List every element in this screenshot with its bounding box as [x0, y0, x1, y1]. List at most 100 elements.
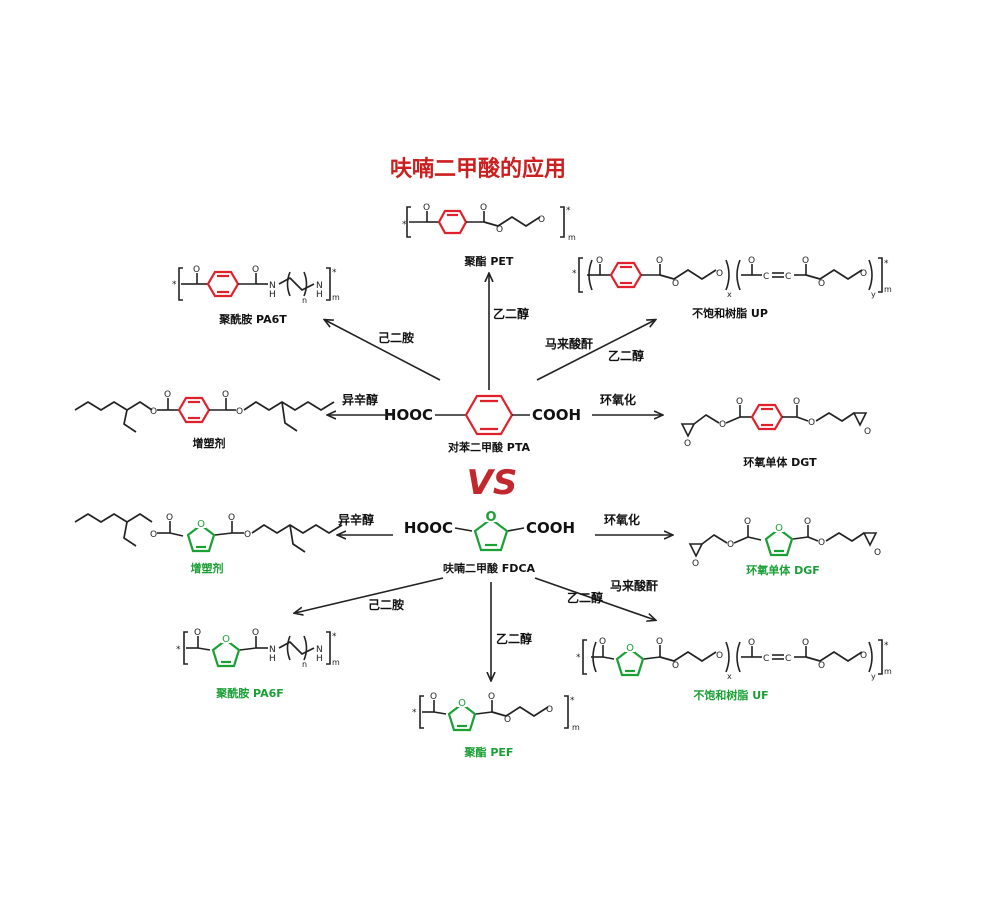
svg-text:x: x [727, 290, 732, 299]
svg-text:O: O [228, 513, 235, 523]
pet-name: 聚酯 PET [464, 254, 514, 268]
svg-text:O: O [197, 519, 205, 530]
pa6f-structure: * O O O N H n N H * m 聚酰胺 PA6F [176, 628, 340, 700]
reagent-fdca-uf-1: 马来酸酐 [610, 578, 658, 593]
arrow-pta-to-up [536, 320, 655, 381]
vs-label: VS [467, 463, 518, 503]
reagent-fdca-uf-2: 乙二醇 [567, 590, 603, 605]
svg-text:H: H [269, 654, 276, 664]
fdca-core: HOOC O COOH 呋喃二甲酸 FDCA [404, 510, 575, 575]
svg-text:O: O [672, 661, 679, 671]
svg-text:O: O [458, 698, 466, 709]
reagent-pta-pet: 乙二醇 [493, 306, 529, 321]
svg-text:O: O [692, 559, 699, 569]
diagram-title: 呋喃二甲酸的应用 [390, 156, 566, 182]
svg-text:O: O [748, 638, 755, 648]
svg-text:O: O [252, 265, 259, 275]
svg-text:O: O [656, 256, 663, 266]
svg-text:*: * [576, 653, 581, 663]
dgf-structure: O O O O O O O 环氧单体 DGF [688, 517, 881, 577]
svg-text:*: * [332, 632, 337, 642]
svg-text:C: C [785, 272, 791, 282]
svg-text:O: O [150, 407, 157, 417]
pta-core: HOOC COOH 对苯二甲酸 PTA [384, 394, 581, 454]
svg-text:O: O [252, 628, 259, 638]
pet-structure: * O O O O * m 聚酯 PET [402, 203, 576, 268]
svg-text:O: O [719, 420, 726, 430]
svg-text:*: * [570, 696, 575, 706]
arrow-fdca-to-uf [534, 577, 655, 620]
svg-text:O: O [546, 705, 553, 715]
svg-text:*: * [332, 268, 337, 278]
svg-text:H: H [269, 290, 276, 300]
fdca-plasticizer-name: 增塑剂 [191, 561, 224, 575]
pta-name: 对苯二甲酸 PTA [448, 440, 531, 454]
svg-text:O: O [860, 651, 867, 661]
arrow-fdca-to-pa6f [295, 577, 444, 613]
svg-text:O: O [656, 637, 663, 647]
svg-text:m: m [332, 293, 340, 302]
svg-text:H: H [316, 654, 323, 664]
reagent-pta-up-1: 马来酸酐 [545, 336, 593, 351]
svg-text:O: O [423, 203, 430, 213]
svg-text:O: O [538, 215, 545, 225]
svg-text:O: O [222, 634, 230, 645]
svg-text:m: m [572, 723, 580, 732]
svg-text:O: O [480, 203, 487, 213]
pta-cooh-label: COOH [532, 406, 581, 424]
fdca-furan-ring [473, 517, 509, 552]
svg-text:O: O [672, 279, 679, 289]
fdca-plasticizer-structure: O O O O O 增塑剂 [74, 513, 343, 575]
svg-text:O: O [626, 643, 634, 654]
up-name: 不饱和树脂 UP [692, 306, 768, 320]
svg-text:O: O [748, 256, 755, 266]
pef-structure: * O O O O O * m 聚酯 PEF [412, 692, 580, 759]
svg-text:m: m [884, 285, 892, 294]
svg-text:O: O [193, 265, 200, 275]
svg-text:O: O [860, 269, 867, 279]
uf-name: 不饱和树脂 UF [693, 688, 768, 702]
pef-name: 聚酯 PEF [464, 745, 514, 759]
svg-text:O: O [596, 256, 603, 266]
fdca-hooc-label: HOOC [404, 519, 453, 537]
dgt-name: 环氧单体 DGT [743, 455, 817, 469]
svg-text:*: * [884, 641, 889, 651]
reagent-fdca-dgf: 环氧化 [604, 512, 640, 527]
reagent-pta-plasticizer: 异辛醇 [342, 392, 378, 407]
pta-plasticizer-name: 增塑剂 [193, 436, 226, 450]
uf-structure: * O O O O O x O C C O O O y * [576, 637, 892, 702]
svg-text:*: * [412, 708, 417, 718]
svg-text:O: O [802, 256, 809, 266]
svg-text:O: O [150, 530, 157, 540]
pta-plasticizer-structure: O O O O 增塑剂 [74, 390, 335, 450]
svg-text:C: C [785, 654, 791, 664]
svg-text:N: N [316, 645, 323, 655]
reagent-pta-pa6t: 己二胺 [378, 330, 414, 345]
fdca-name: 呋喃二甲酸 FDCA [443, 561, 536, 575]
svg-text:O: O [194, 628, 201, 638]
svg-text:O: O [222, 390, 229, 400]
svg-text:O: O [599, 637, 606, 647]
reagent-pta-up-2: 乙二醇 [608, 348, 644, 363]
pa6t-name: 聚酰胺 PA6T [218, 312, 287, 326]
svg-text:H: H [316, 290, 323, 300]
svg-text:y: y [871, 672, 876, 681]
svg-text:O: O [496, 225, 503, 235]
up-structure: * O O O O x O C C O O O y * m [572, 256, 892, 320]
svg-text:m: m [332, 658, 340, 667]
svg-text:O: O [244, 530, 251, 540]
svg-text:*: * [172, 280, 177, 290]
svg-text:C: C [763, 654, 769, 664]
reagent-fdca-pef: 乙二醇 [496, 631, 532, 646]
svg-text:N: N [269, 281, 276, 291]
svg-text:O: O [684, 439, 691, 449]
svg-text:n: n [302, 296, 307, 305]
svg-text:*: * [566, 206, 571, 216]
svg-text:O: O [488, 692, 495, 702]
svg-text:O: O [430, 692, 437, 702]
svg-text:O: O [818, 661, 825, 671]
svg-text:*: * [884, 259, 889, 269]
svg-text:O: O [716, 651, 723, 661]
svg-text:O: O [874, 548, 881, 558]
